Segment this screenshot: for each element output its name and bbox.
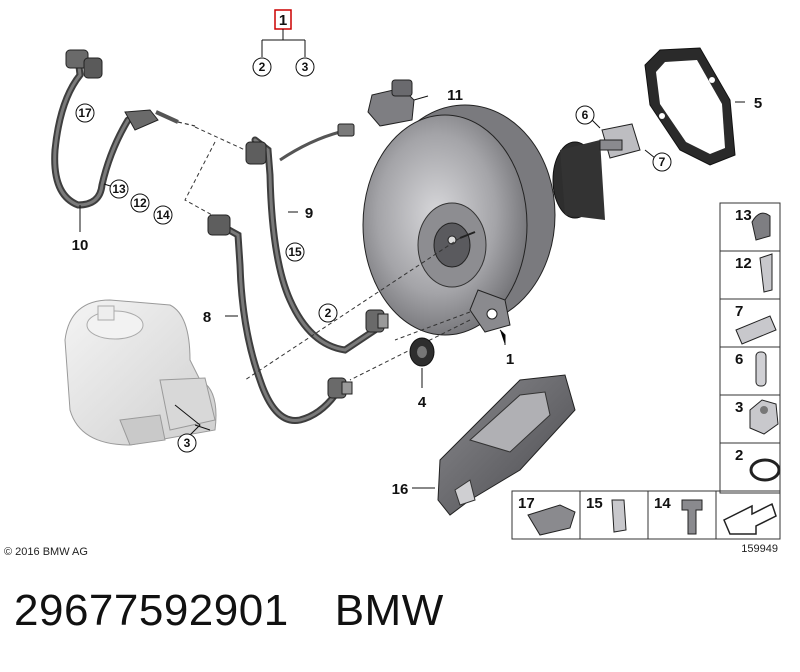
legend-3[interactable]: 3 bbox=[735, 399, 743, 416]
callout-1-top: 1 bbox=[279, 12, 287, 29]
legend-7[interactable]: 7 bbox=[735, 303, 743, 320]
legend-6[interactable]: 6 bbox=[735, 351, 743, 368]
callout-5[interactable]: 5 bbox=[754, 95, 762, 112]
callout-11[interactable]: 11 bbox=[447, 87, 463, 104]
legend-12[interactable]: 12 bbox=[735, 255, 752, 272]
brake-booster-1 bbox=[362, 104, 605, 336]
callout-9[interactable]: 9 bbox=[305, 205, 313, 222]
legend-bottom: 17 15 14 bbox=[511, 490, 781, 540]
clevis-6-7 bbox=[599, 123, 641, 159]
callout-7[interactable]: 7 bbox=[659, 155, 666, 169]
bracket-16 bbox=[437, 374, 576, 516]
callout-10[interactable]: 10 bbox=[72, 237, 89, 254]
brake-fluid-reservoir bbox=[64, 299, 217, 446]
diagram-number: 159949 bbox=[741, 543, 778, 555]
top-group-callout: 1 2 3 bbox=[252, 9, 315, 77]
hose-8 bbox=[207, 214, 353, 424]
legend-15[interactable]: 15 bbox=[586, 495, 603, 512]
grommet-4 bbox=[409, 337, 435, 367]
callout-15[interactable]: 15 bbox=[288, 245, 302, 259]
callout-2-top[interactable]: 2 bbox=[259, 60, 266, 74]
legend-right: 13 12 7 6 3 2 bbox=[719, 202, 781, 494]
copyright: © 2016 BMW AG bbox=[4, 546, 88, 558]
legend-2[interactable]: 2 bbox=[735, 447, 743, 464]
callout-1-booster[interactable]: 1 bbox=[506, 351, 514, 368]
callout-2-middle[interactable]: 2 bbox=[325, 306, 332, 320]
vacuum-sensor-11 bbox=[367, 79, 429, 127]
callout-17[interactable]: 17 bbox=[78, 106, 92, 120]
legend-14[interactable]: 14 bbox=[654, 495, 671, 512]
callout-12[interactable]: 12 bbox=[133, 196, 147, 210]
hose-9 bbox=[245, 123, 389, 354]
callout-3-low[interactable]: 3 bbox=[184, 436, 191, 450]
part-number: 29677592901 bbox=[14, 586, 289, 635]
callout-8[interactable]: 8 bbox=[203, 309, 211, 326]
callout-3-top[interactable]: 3 bbox=[302, 60, 309, 74]
part-number-line: 29677592901 BMW bbox=[14, 586, 444, 636]
legend-13[interactable]: 13 bbox=[735, 207, 752, 224]
callout-13[interactable]: 13 bbox=[112, 182, 126, 196]
callout-16[interactable]: 16 bbox=[392, 481, 409, 498]
brand-name: BMW bbox=[334, 586, 444, 635]
callout-4[interactable]: 4 bbox=[418, 394, 427, 411]
callout-14[interactable]: 14 bbox=[156, 208, 170, 222]
legend-17[interactable]: 17 bbox=[518, 495, 535, 512]
hose-10 bbox=[51, 49, 196, 209]
gasket-5 bbox=[644, 47, 736, 166]
callout-6[interactable]: 6 bbox=[582, 108, 589, 122]
